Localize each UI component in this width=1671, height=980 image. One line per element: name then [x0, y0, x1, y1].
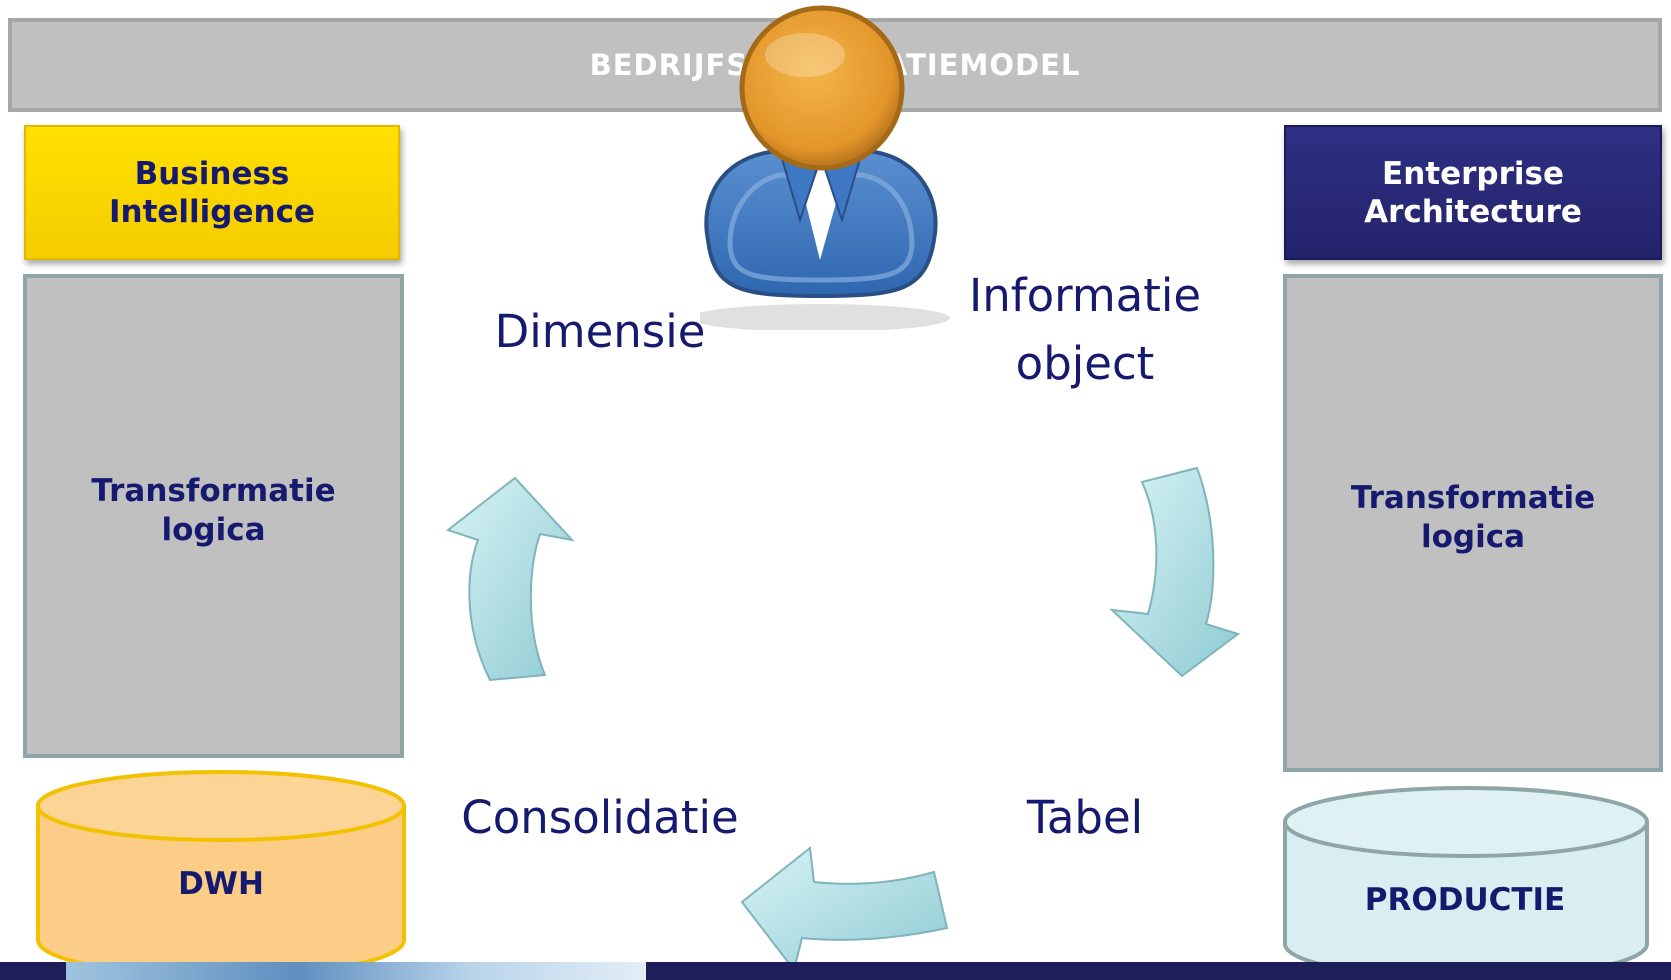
- ea-transformatie-label: Transformatie logica: [1350, 480, 1596, 555]
- enterprise-architecture-label: Enterprise Architecture: [1364, 155, 1582, 230]
- bi-transformatie-box: Transformatie logica: [23, 274, 404, 758]
- cycle-label-consolidatie: Consolidatie: [461, 791, 739, 844]
- footer-photo: [66, 962, 646, 980]
- business-intelligence-label: Business Intelligence: [108, 155, 315, 230]
- curved-arrow-up-icon: [445, 476, 575, 682]
- ea-transformatie-box: Transformatie logica: [1283, 274, 1663, 772]
- dwh-cylinder: [36, 770, 406, 978]
- business-intelligence-header: Business Intelligence: [24, 125, 400, 260]
- bi-transformatie-label: Transformatie logica: [91, 473, 336, 548]
- enterprise-architecture-header: Enterprise Architecture: [1284, 125, 1662, 260]
- cycle-label-tabel: Tabel: [1026, 791, 1144, 844]
- cycle-label-dimensie: Dimensie: [494, 305, 706, 358]
- curved-arrow-down-icon: [1109, 466, 1241, 678]
- user-icon: [700, 5, 950, 330]
- dwh-label: DWH: [178, 866, 264, 902]
- productie-label: PRODUCTIE: [1364, 882, 1566, 918]
- productie-cylinder: [1283, 786, 1649, 980]
- cycle-label-informatie-object: Informatie object: [968, 269, 1202, 390]
- curved-arrow-left-icon: [740, 846, 949, 973]
